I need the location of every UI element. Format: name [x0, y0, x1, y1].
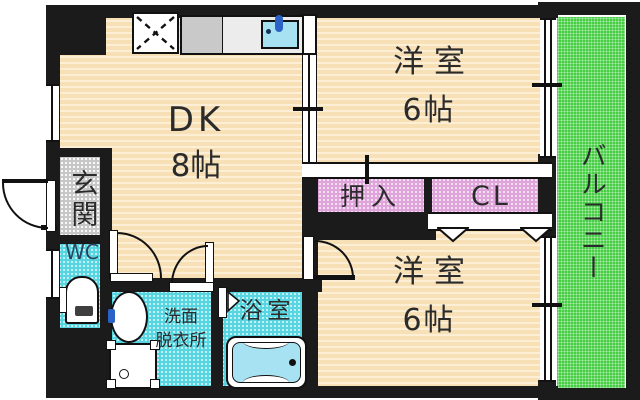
tick-partition	[293, 107, 323, 111]
label-oshiire: 押入	[339, 182, 402, 211]
washroom-door-gap-strip	[169, 282, 214, 292]
bathroom-door-mark	[227, 291, 241, 313]
wall-genkan-top	[46, 148, 112, 157]
bedroom-bottom-door-open-leaf	[313, 275, 355, 280]
bathtub-icon	[226, 336, 307, 389]
wall-oshiire-cl-divider	[424, 178, 432, 218]
tick-fusuma	[365, 155, 369, 184]
label-bedroom-top: 洋室	[393, 44, 475, 80]
wc-door-open-strip	[110, 273, 153, 282]
label-wc: WC	[65, 240, 99, 264]
balcony-frame-right	[626, 2, 640, 398]
entrance-door-swing-arc	[2, 183, 48, 229]
bathtub-wave-bottom	[243, 375, 289, 382]
tick-window-bottom	[532, 303, 562, 307]
wall-genkan-right	[100, 148, 112, 244]
faucet-icon	[275, 15, 283, 32]
washing-machine-drain	[119, 369, 129, 379]
entrance-genkan-floor	[56, 153, 106, 238]
closet-door-band	[428, 212, 552, 231]
kitchen-counter-left-section	[182, 17, 223, 53]
bathtub-water	[232, 342, 301, 383]
label-genkan: 玄関	[66, 169, 98, 231]
label-bedroom-bottom: 洋室	[393, 254, 475, 290]
washing-machine-icon	[109, 343, 157, 389]
window-balcony-top	[540, 18, 556, 158]
wall-corner-top-left	[46, 5, 106, 55]
closet-cl-floor	[430, 178, 552, 218]
toilet-icon	[65, 276, 99, 324]
washbasin-tap	[108, 309, 115, 323]
balcony-floor	[554, 14, 628, 392]
refrigerator-space-box	[132, 12, 179, 54]
balcony-frame-bottom	[538, 388, 640, 400]
label-balcony: バルコニー	[576, 142, 607, 282]
washing-machine-foot-tr	[150, 340, 160, 350]
toilet-seat	[75, 306, 93, 316]
window-dk-left	[46, 84, 59, 142]
window-balcony-bottom	[540, 236, 556, 382]
washbasin-icon	[110, 291, 148, 343]
label-washroom-line2: 脱衣所	[155, 331, 207, 351]
label-bathroom: 浴室	[239, 298, 296, 324]
bathtub-drain-dot	[289, 359, 296, 366]
bedroom-bottom-door-gap	[303, 236, 314, 280]
label-closet-cl: CL	[471, 181, 511, 212]
sink-drain-dot	[266, 29, 271, 34]
tick-window-top	[532, 83, 562, 87]
label-bedroom-top-size: 6帖	[402, 93, 456, 128]
room-bedroom-bottom-floor	[314, 228, 544, 388]
toilet-tank	[59, 287, 67, 313]
closet-folding-door-mark-left	[437, 227, 469, 243]
wall-oshiire-bottom	[302, 212, 436, 240]
oshiire-floor	[302, 178, 428, 218]
entrance-door-open-leaf	[2, 179, 48, 183]
window-wc-left	[46, 249, 59, 299]
label-bedroom-bottom-size: 6帖	[402, 303, 456, 338]
label-washroom-line1: 洗面	[164, 307, 198, 327]
washing-machine-foot-bl	[106, 379, 116, 389]
label-dk: DK	[167, 100, 225, 140]
label-dk-size: 8帖	[170, 148, 222, 184]
cross-mark-icon	[136, 16, 175, 50]
balcony-frame-top	[538, 2, 640, 15]
bathroom-door-strip	[218, 287, 227, 318]
wall-bottom-left-mass	[46, 328, 112, 398]
closet-folding-door-mark-right	[520, 227, 552, 243]
bathtub-wave-top	[243, 343, 289, 349]
washing-machine-foot-tl	[106, 340, 116, 350]
oshiire-fusuma-band	[302, 162, 552, 179]
room-bedroom-top-floor	[314, 16, 544, 166]
washing-machine-foot-br	[150, 379, 160, 389]
wall-genkan-bottom	[46, 235, 112, 244]
